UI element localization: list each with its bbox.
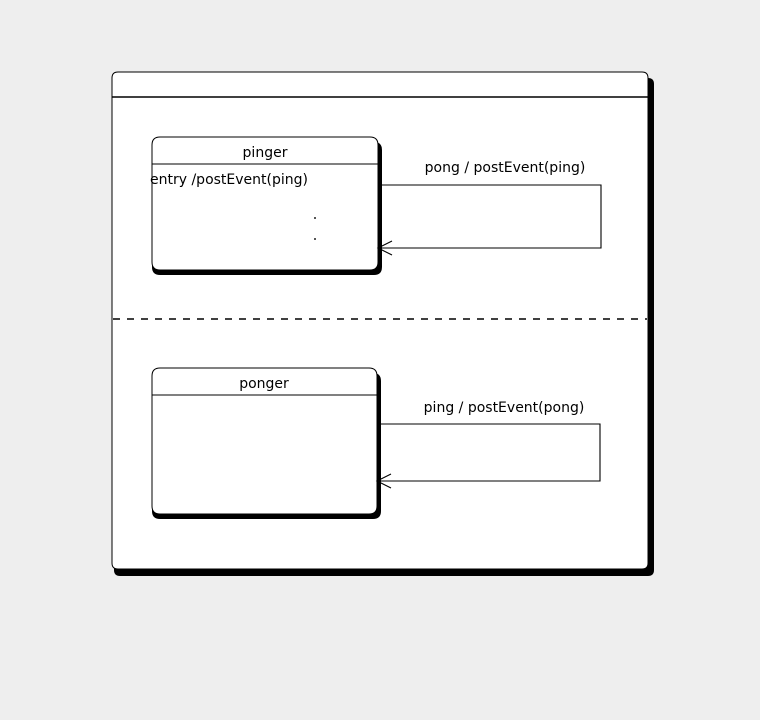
ponger-state-name: ponger (239, 376, 289, 392)
ponger-self-transition-label: ping / postEvent(pong) (424, 400, 585, 416)
ponger-self-transition-path[interactable] (377, 423, 601, 482)
pinger-state-name: pinger (243, 145, 288, 161)
pinger-dot-2 (314, 238, 316, 240)
ponger-self-transition-arrowhead (375, 473, 392, 489)
ponger-state-box[interactable] (151, 367, 378, 515)
pinger-self-transition-path[interactable] (378, 184, 602, 249)
pinger-entry-action: entry /postEvent(ping) (150, 172, 308, 188)
pinger-state-box[interactable] (151, 136, 379, 271)
pinger-dot-1 (314, 217, 316, 219)
pinger-self-transition-label: pong / postEvent(ping) (425, 160, 586, 176)
pinger-self-transition-arrowhead (376, 240, 393, 256)
